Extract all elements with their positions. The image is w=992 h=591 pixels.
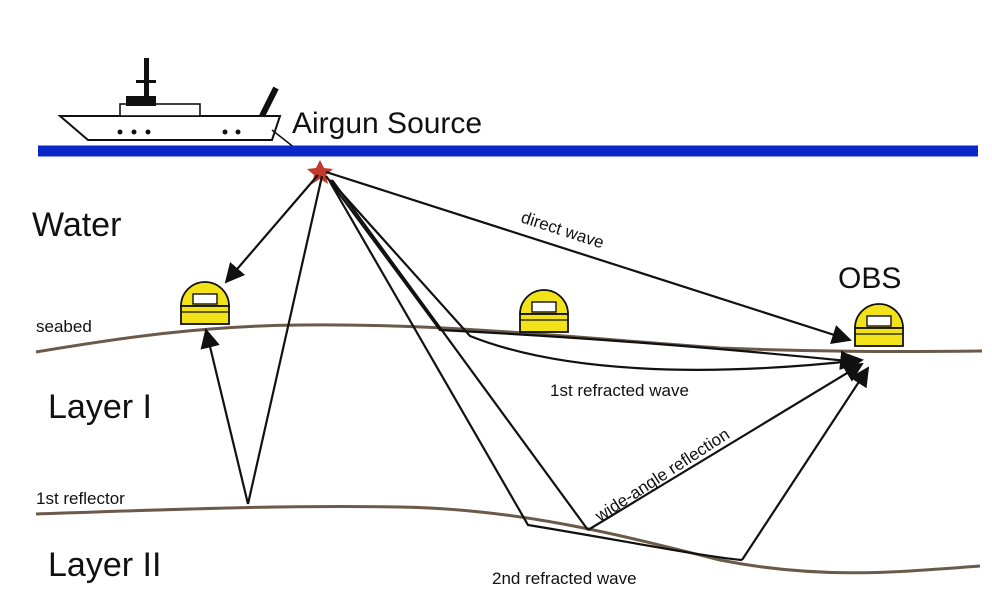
direct-wave-label: direct wave [519, 208, 607, 253]
layer2-label: Layer II [48, 546, 161, 584]
obs-label: OBS [838, 262, 901, 295]
refracted2-label: 2nd refracted wave [492, 569, 637, 588]
obs-instrument-icon [519, 289, 569, 333]
refracted1-ray [325, 175, 860, 371]
obs-instrument-icon [180, 281, 230, 325]
layer1-label: Layer I [48, 388, 152, 426]
seabed-label: seabed [36, 317, 92, 336]
reflector-label: 1st reflector [36, 489, 125, 508]
direct-wave-ray [325, 170, 852, 344]
refracted2-ray-up [741, 366, 870, 561]
obs-instrument-icon [854, 303, 904, 347]
ray-reflector-to-obs1 [200, 328, 250, 505]
ray-down-to-reflector [246, 175, 324, 505]
wide-angle-ray-up [587, 362, 864, 531]
ship-icon [57, 58, 301, 153]
reflector-line [35, 505, 981, 575]
refracted2-ray [329, 181, 743, 562]
wide-angle-ray-down [331, 179, 589, 531]
refracted1-ray-lower [329, 179, 864, 372]
wide-angle-label: wide-angle reflection [591, 424, 733, 525]
refracted1-label: 1st refracted wave [550, 381, 689, 400]
ray-paths [200, 170, 870, 562]
ray-to-obs1 [224, 174, 319, 284]
water-label: Water [32, 206, 121, 244]
airgun-source-label: Airgun Source [292, 107, 482, 140]
